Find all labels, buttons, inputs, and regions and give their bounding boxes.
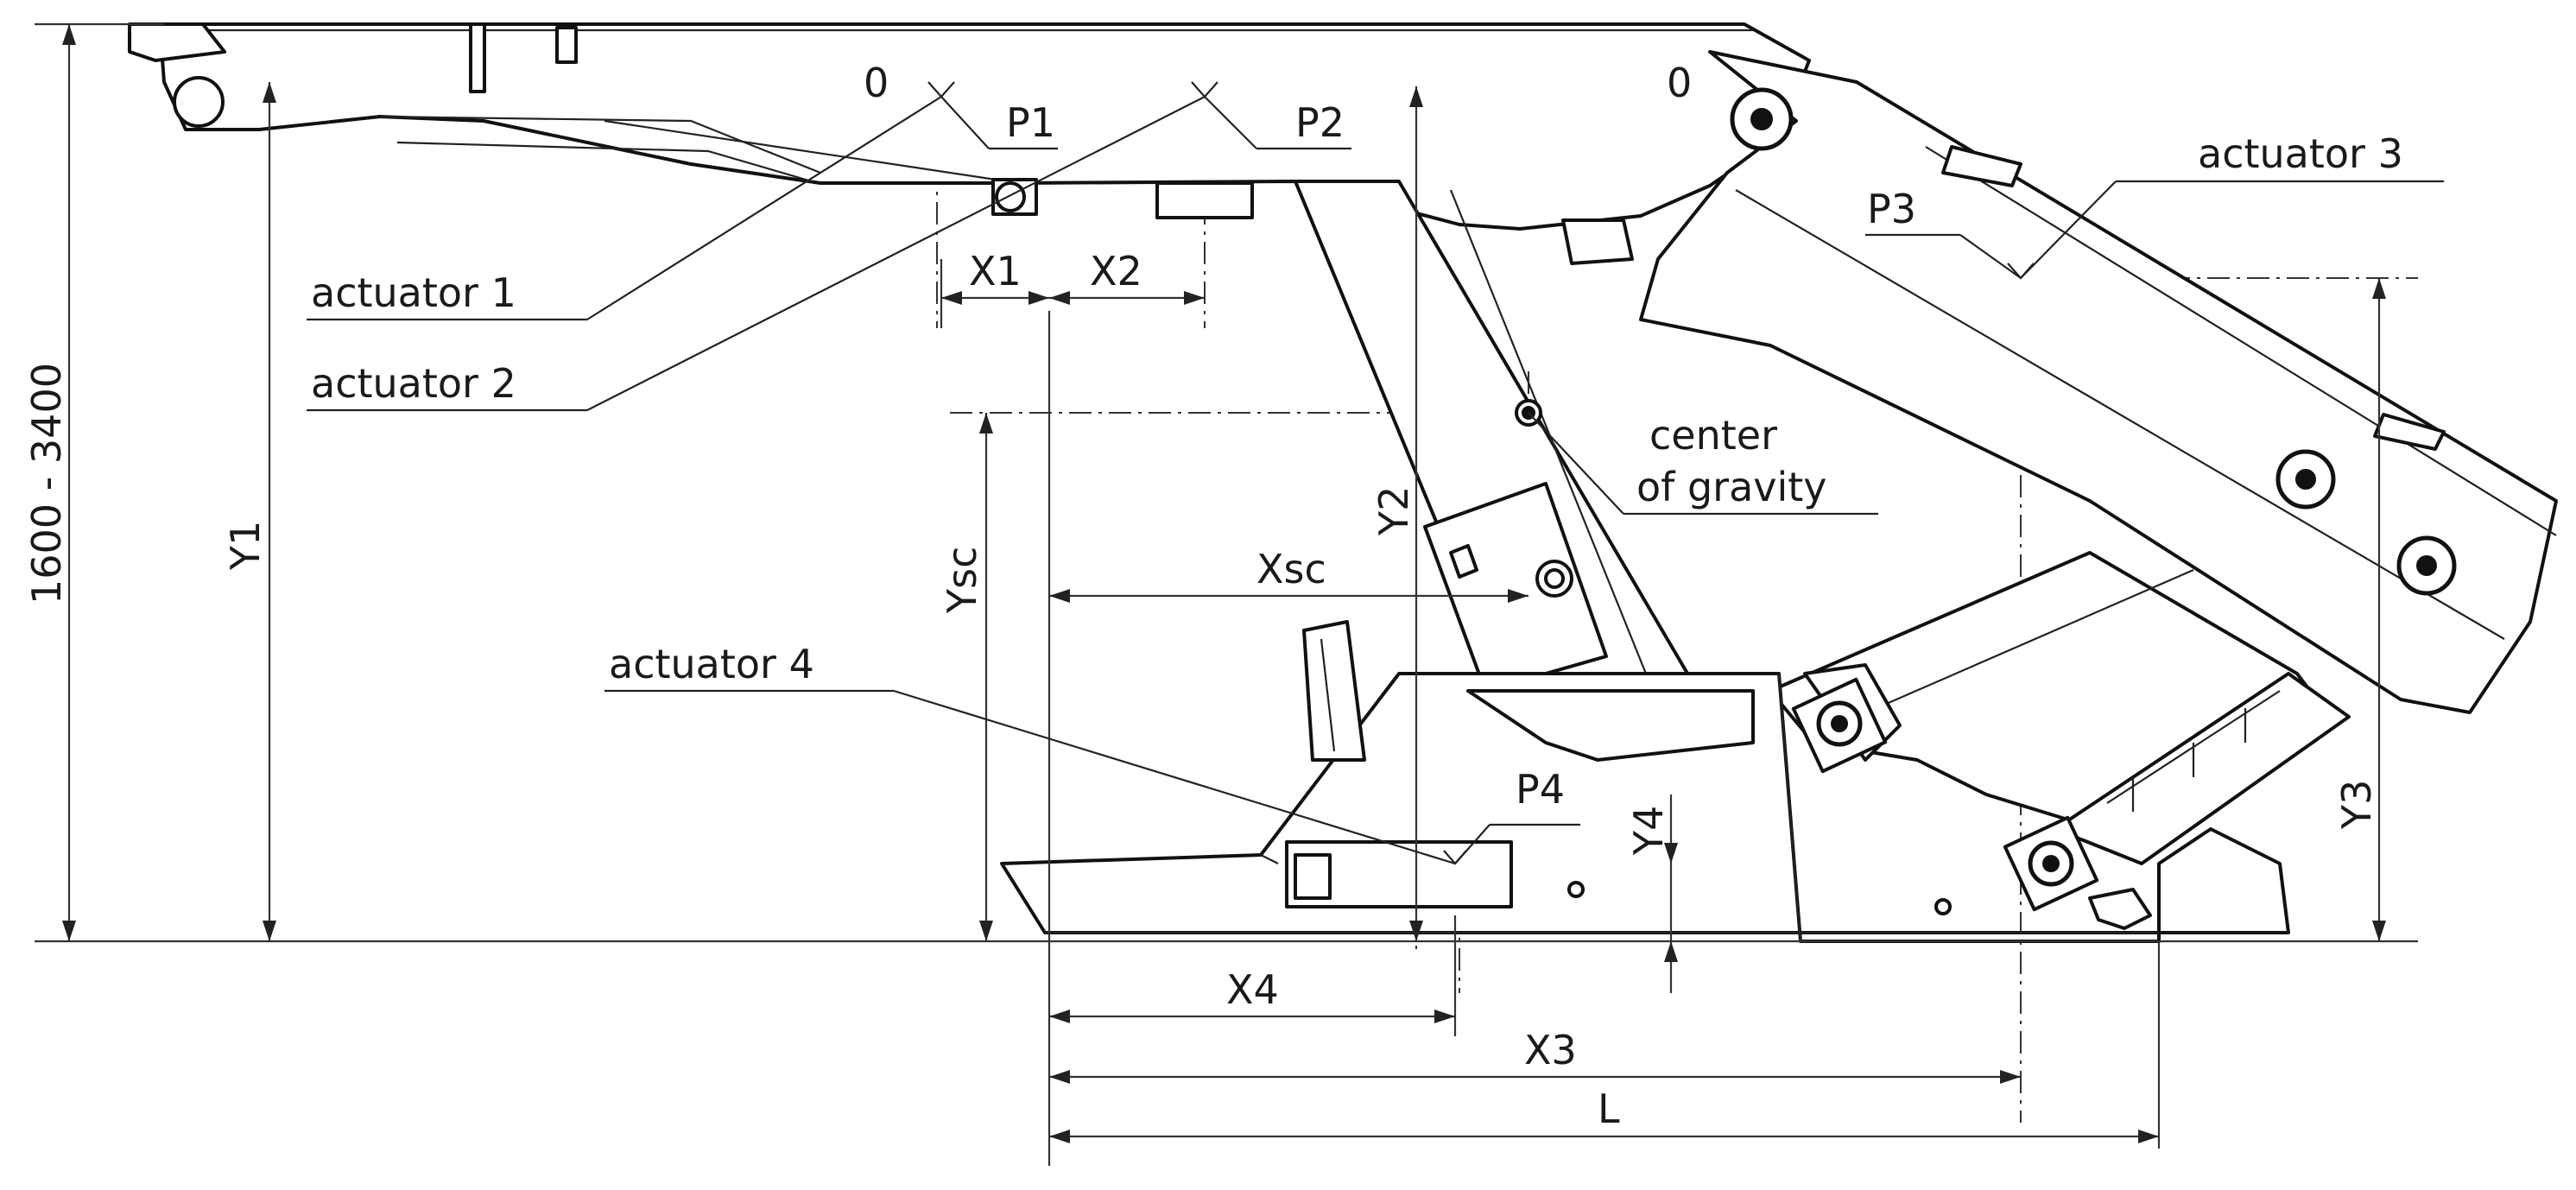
actuator-4-label: actuator 4 — [609, 641, 814, 687]
y4-label: Y4 — [1625, 806, 1672, 856]
point-p4: P4 — [1443, 766, 1580, 865]
y3-label: Y3 — [2333, 780, 2380, 830]
p2-label: P2 — [1295, 99, 1345, 146]
point-p1: P1 — [927, 81, 1058, 150]
x2-label: X2 — [1090, 248, 1142, 294]
p1-label: P1 — [1006, 99, 1055, 146]
actuator-3-label: actuator 3 — [2198, 130, 2403, 177]
height-range-label: 1600 - 3400 — [23, 363, 70, 604]
rear-link — [1639, 50, 2558, 714]
callout-actuator-4: actuator 4 — [604, 641, 1456, 865]
cog-label-line1: center — [1649, 412, 1777, 459]
dim-y2: Y2 — [1370, 86, 1423, 941]
callout-actuator-3: actuator 3 — [2020, 130, 2444, 279]
point-p3: P3 — [1865, 186, 2035, 280]
x1-label: X1 — [969, 248, 1022, 294]
extension-lines — [940, 259, 2161, 1166]
lower-rear-link — [1769, 551, 2351, 865]
zero-marker-b: 0 — [1667, 60, 1692, 106]
zero-marker-a: 0 — [864, 60, 889, 106]
x3-label: X3 — [1524, 1027, 1577, 1073]
ysc-label: Ysc — [939, 547, 985, 614]
dim-x4: X4 — [1049, 966, 1455, 1023]
actuator-2-label: actuator 2 — [311, 360, 516, 407]
p4-label: P4 — [1516, 766, 1565, 813]
dim-x3: X3 — [1049, 1027, 2021, 1084]
leg-prop — [1294, 180, 1694, 693]
callout-actuator-1: actuator 1 — [307, 96, 942, 321]
dim-height-range: 1600 - 3400 — [23, 22, 164, 941]
dim-y3: Y3 — [2333, 278, 2386, 941]
dim-x1-x2: X1 X2 — [941, 248, 1205, 305]
y1-label: Y1 — [222, 521, 269, 571]
callout-center-of-gravity: center of gravity — [1528, 412, 1878, 516]
canopy — [128, 22, 1811, 265]
dim-y1: Y1 — [222, 82, 276, 941]
l-label: L — [1598, 1086, 1620, 1132]
point-p2: P2 — [1191, 81, 1351, 150]
dim-l: L — [1049, 1086, 2159, 1143]
dim-xsc: Xsc — [1049, 546, 1529, 603]
dim-ysc: Ysc — [939, 413, 993, 941]
cog-label-line2: of gravity — [1636, 464, 1827, 510]
base-frame — [1000, 620, 2290, 943]
y2-label: Y2 — [1370, 486, 1417, 536]
actuator-1-label: actuator 1 — [311, 269, 516, 316]
xsc-label: Xsc — [1256, 546, 1326, 592]
p3-label: P3 — [1867, 186, 1916, 232]
x4-label: X4 — [1226, 966, 1279, 1013]
dim-y4: Y4 — [1625, 794, 1678, 993]
callout-actuator-2: actuator 2 — [307, 96, 1206, 412]
